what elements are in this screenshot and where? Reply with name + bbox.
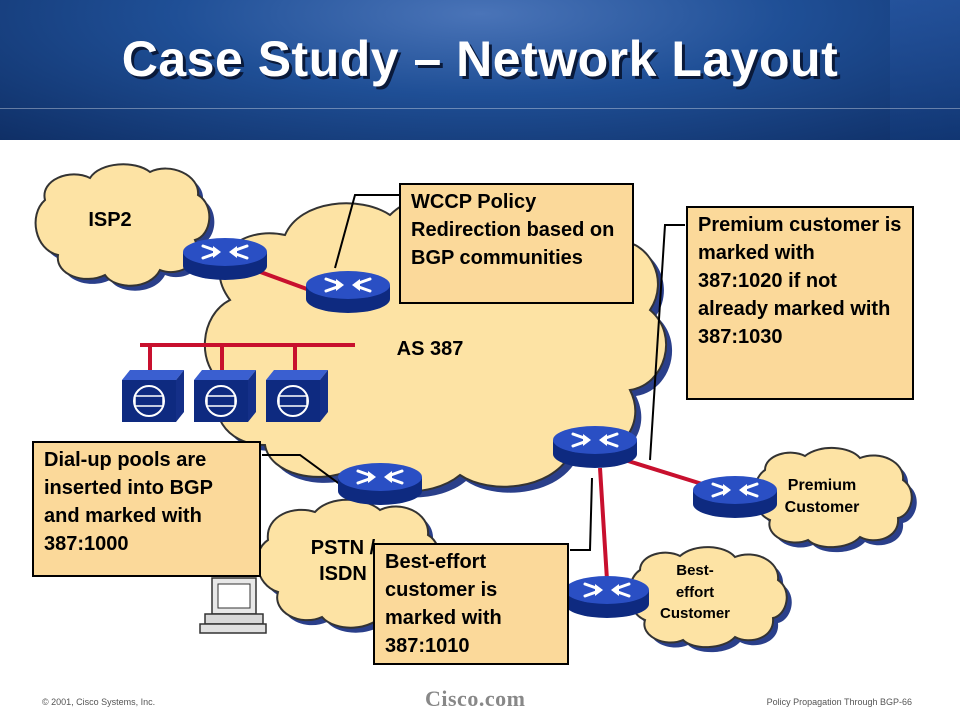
- edge-router-icon: [551, 424, 639, 470]
- isp2-cloud: [34, 163, 215, 291]
- banner-rule: [0, 108, 960, 109]
- cache-engine-icon: [121, 369, 185, 423]
- premium-customer-cloud: [753, 446, 917, 553]
- wccp-router-icon: [304, 269, 392, 315]
- wccp-callout: WCCP Policy Redirection based on BGP com…: [399, 183, 634, 304]
- cache-engine-icon: [265, 369, 329, 423]
- besteffort-customer-label-line1: Best-: [676, 562, 714, 579]
- isp2-router-icon: [181, 236, 269, 282]
- cisco-logo: Cisco.com: [425, 686, 526, 711]
- besteffort-customer-label-line3: Customer: [659, 605, 730, 622]
- title-banner: Case Study – Network Layout: [0, 0, 960, 140]
- callout-leaders: [262, 194, 685, 551]
- besteffort-callout: Best-effort customer is marked with 387:…: [373, 543, 569, 665]
- pc-icon: [199, 577, 267, 634]
- besteffort-customer-cloud: [628, 546, 792, 653]
- premium-router-icon: [691, 474, 779, 520]
- as387-label: AS 387: [396, 338, 464, 360]
- premium-customer-label-line2: Customer: [784, 499, 860, 516]
- dialup-callout: Dial-up pools are inserted into BGP and …: [32, 441, 261, 577]
- besteffort-router-icon: [563, 574, 651, 620]
- premium-callout: Premium customer is marked with 387:1020…: [686, 206, 914, 400]
- premium-customer-label-line1: Premium: [787, 477, 857, 494]
- besteffort-customer-label-line2: effort: [675, 584, 715, 601]
- dialup-router-icon: [336, 461, 424, 507]
- footer-page: Policy Propagation Through BGP-66: [766, 697, 912, 707]
- isp2-label: ISP2: [88, 209, 132, 231]
- banner-accent: [890, 0, 960, 140]
- footer-copyright: © 2001, Cisco Systems, Inc.: [42, 697, 156, 707]
- page-title: Case Study – Network Layout: [121, 31, 839, 87]
- pstn-label-line1: PSTN /: [310, 537, 376, 559]
- cache-engine-icon: [193, 369, 257, 423]
- pstn-label-line2: ISDN: [319, 563, 367, 585]
